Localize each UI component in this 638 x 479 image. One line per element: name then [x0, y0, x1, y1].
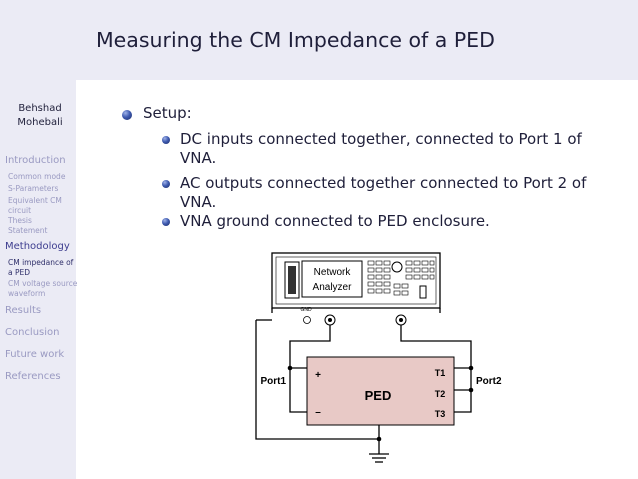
nav-section-methodology[interactable]: Methodology [5, 241, 70, 252]
frame-header [76, 0, 638, 80]
analyzer-label-analyzer: Analyzer [313, 282, 353, 293]
author-name: Behshad Mohebali [4, 102, 76, 130]
sidebar [0, 0, 76, 479]
bullet-ball [122, 110, 132, 120]
terminal-t2-label: T2 [435, 389, 446, 399]
nav-section-introduction[interactable]: Introduction [5, 155, 66, 166]
nav-section-future-work[interactable]: Future work [5, 349, 65, 360]
nav-sub-thesis-statement[interactable]: Thesis Statement [8, 216, 48, 235]
dc-minus-label: – [315, 407, 321, 418]
ped-box [306, 356, 455, 426]
gnd-terminal [303, 316, 311, 324]
nav-sub-common-mode[interactable]: Common mode [8, 172, 66, 181]
dc-plus-label: + [315, 370, 321, 381]
gnd-label: GND [300, 307, 312, 313]
nav-sub-s-parameters[interactable]: S-Parameters [8, 184, 59, 193]
circuit-wiring [255, 319, 472, 463]
analyzer-label-network: Network [314, 267, 352, 278]
analyzer-knob [391, 261, 403, 273]
author-last-name: Mohebali [17, 117, 63, 128]
sub-bullet-ball [162, 136, 170, 144]
sub-bullet-2-text: AC outputs connected together connected … [180, 174, 587, 211]
sub-bullet-3-text: VNA ground connected to PED enclosure. [180, 212, 490, 230]
sub-bullet-ball [162, 218, 170, 226]
ped-label: PED [365, 388, 392, 403]
nav-section-conclusion[interactable]: Conclusion [5, 327, 60, 338]
nav-sub-equivalent-cm-circuit[interactable]: Equivalent CM circuit [8, 196, 62, 215]
terminal-t1-label: T1 [435, 368, 446, 378]
terminal-t3-label: T3 [435, 409, 446, 419]
frame-title: Measuring the CM Impedance of a PED [96, 28, 495, 52]
main-bullet-text: Setup: [143, 104, 192, 122]
port1-label: Port1 [260, 376, 286, 387]
network-analyzer: Network Analyzer GND [271, 252, 441, 324]
sub-bullet-ball [162, 180, 170, 188]
analyzer-keypad [367, 260, 435, 296]
nav-section-results[interactable]: Results [5, 305, 42, 316]
sub-bullet-1-text: DC inputs connected together, connected … [180, 130, 582, 167]
nav-sub-cm-voltage-source[interactable]: CM voltage source waveform [8, 279, 78, 298]
nav-sub-cm-impedance[interactable]: CM impedance of a PED [8, 258, 74, 277]
port2-label: Port2 [476, 376, 502, 387]
author-first-name: Behshad [18, 103, 62, 114]
nav-section-references[interactable]: References [5, 371, 61, 382]
